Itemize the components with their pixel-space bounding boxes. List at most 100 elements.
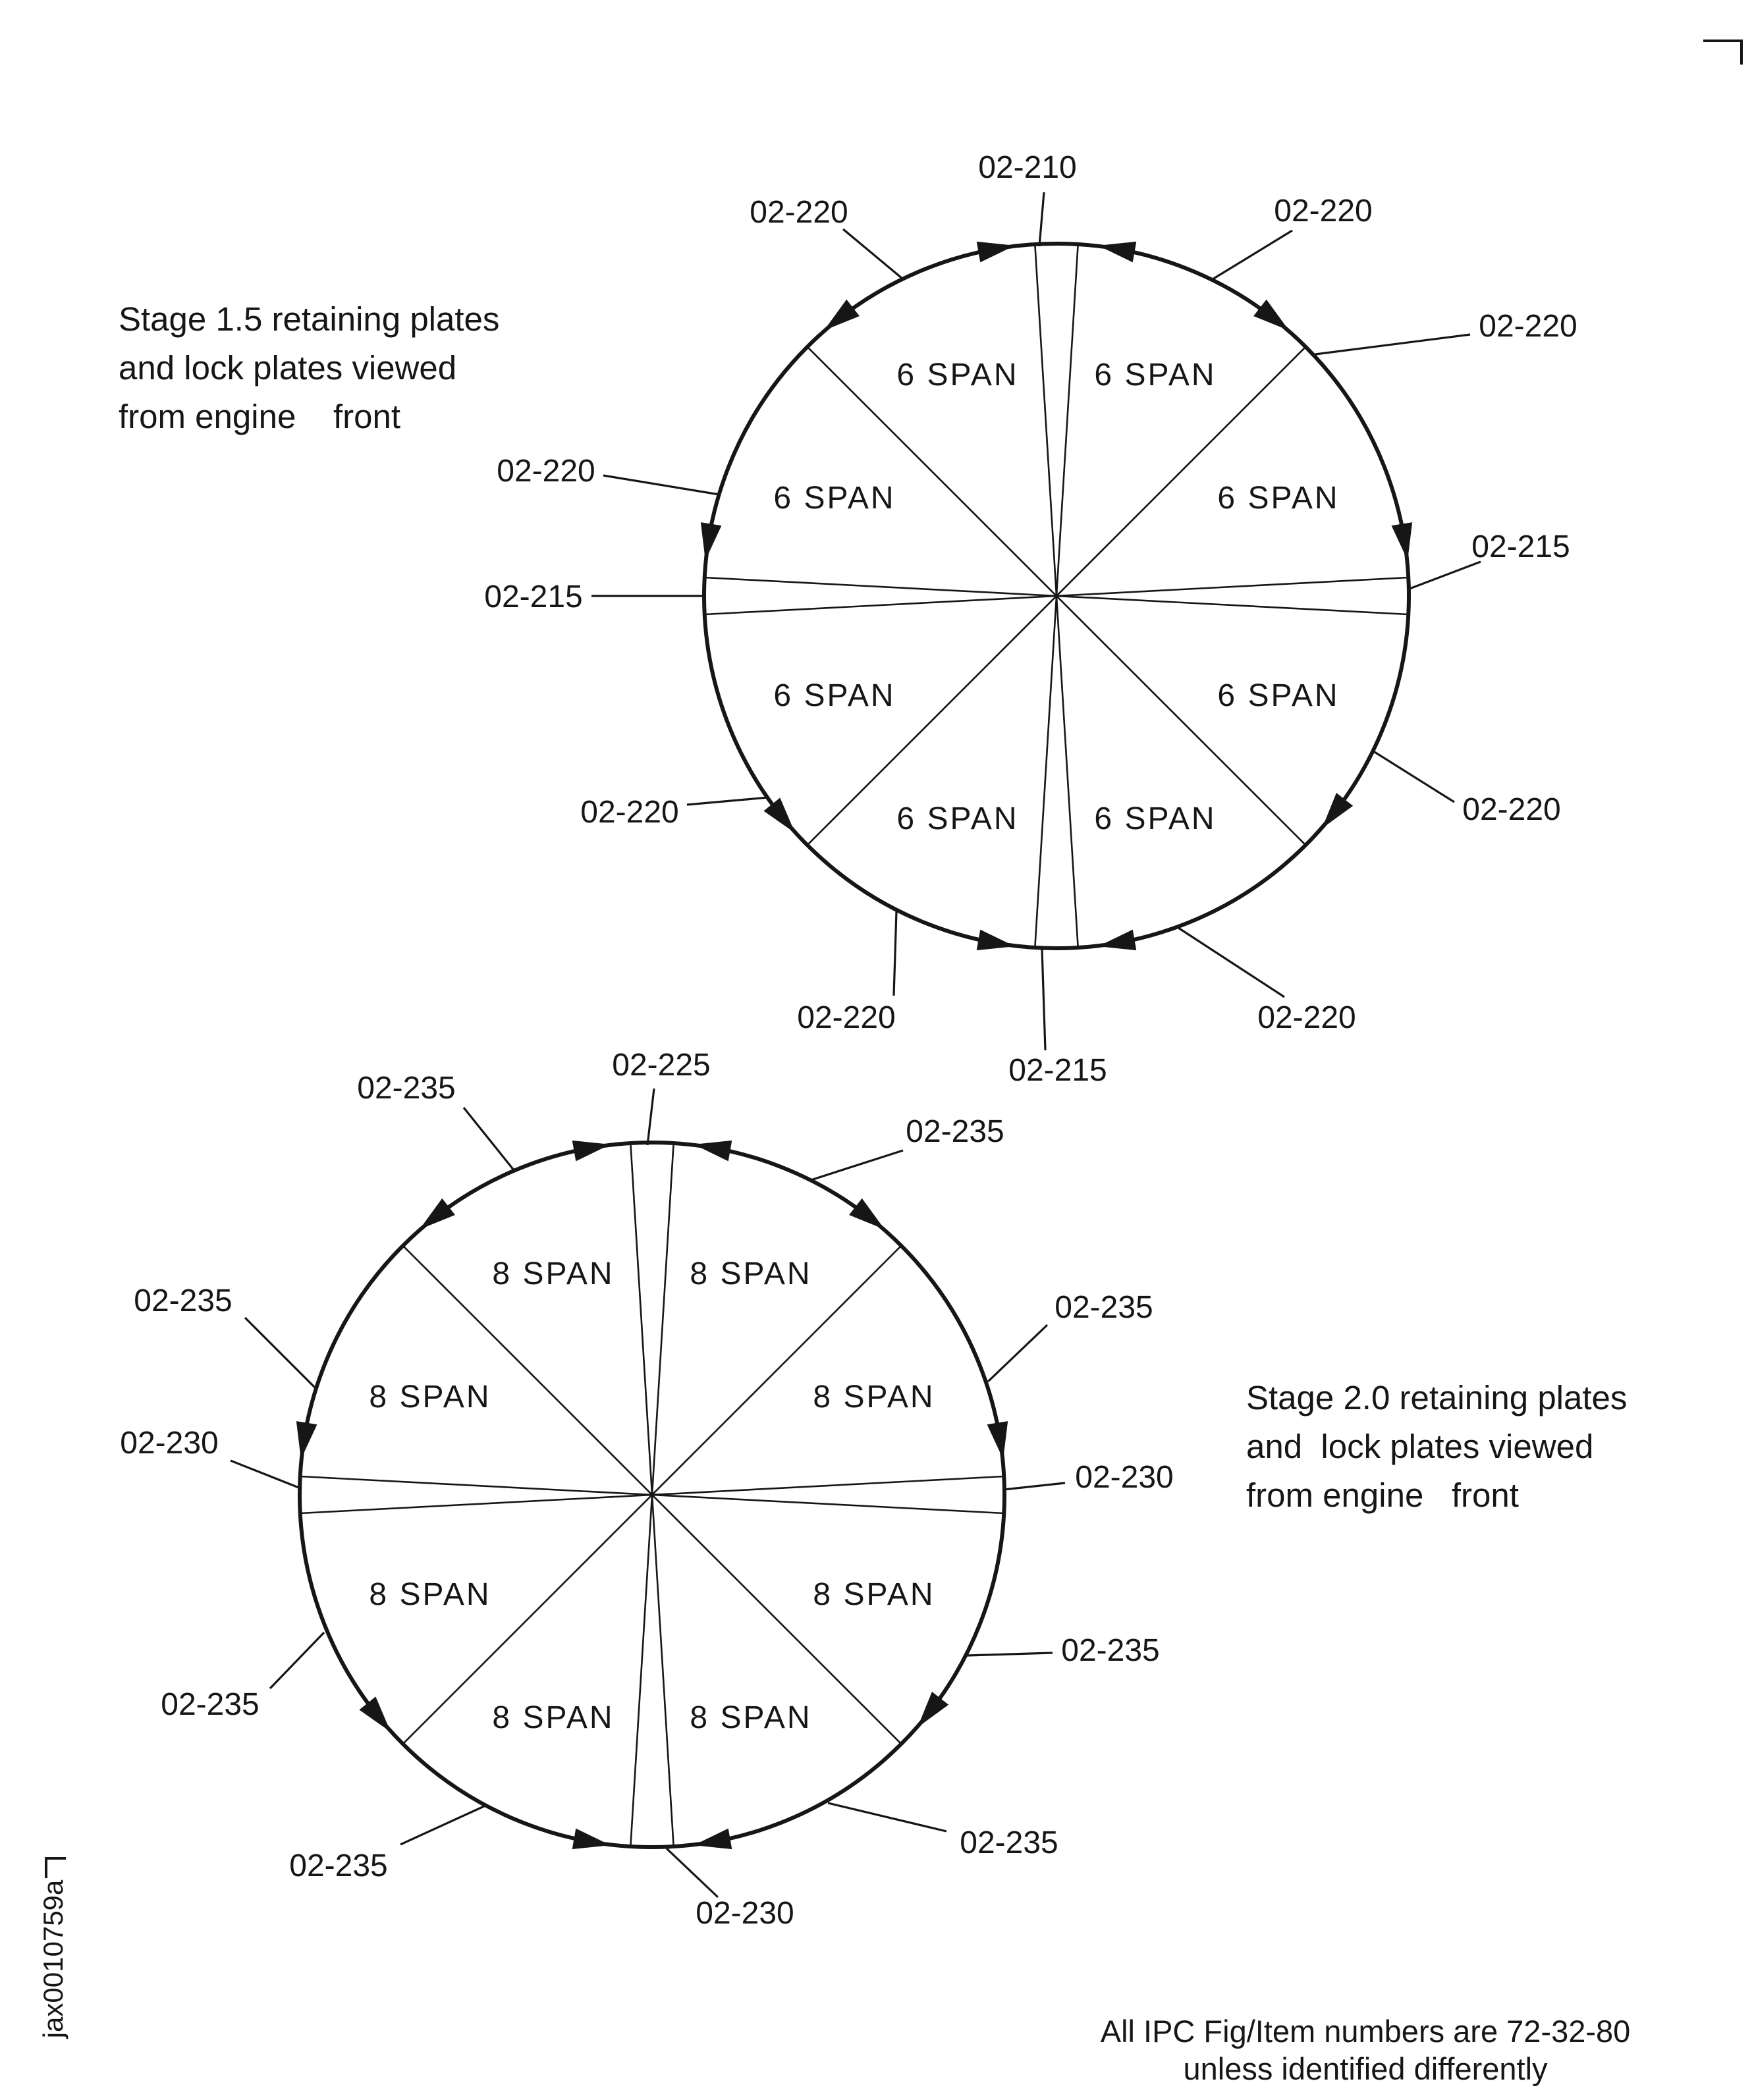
lock-plate-arrow (976, 929, 1015, 951)
leader-line (1374, 751, 1455, 803)
stage15-caption-line3: from engine front (119, 398, 400, 435)
stage15-callout-bottom: 02-215 (1008, 1053, 1107, 1088)
lock-plate-arrow (987, 1421, 1008, 1459)
lock-plate-arrow (1098, 241, 1137, 263)
stage20-callout-top-left: 02-235 (357, 1071, 455, 1106)
stage15-sector-geometry (700, 241, 1413, 951)
stage20-caption-line1: Stage 2.0 retaining plates (1246, 1379, 1627, 1416)
leader-line (892, 911, 898, 996)
leader-line (1178, 927, 1285, 998)
footnote-line2: unless identified differently (1183, 2051, 1548, 2086)
stage15-span-label: 6 SPAN (773, 678, 895, 713)
leader-line (1315, 333, 1471, 356)
leader-line (1409, 560, 1481, 590)
leader-line (665, 1847, 719, 1898)
stage15-span-label: 6 SPAN (896, 801, 1018, 836)
stage20-callout-bottom: 02-230 (696, 1896, 794, 1931)
leader-line (966, 1652, 1053, 1657)
lock-plate-arrow (296, 1421, 317, 1459)
stage20-rotor-circle (298, 1141, 1006, 1849)
lock-plate-arrow (918, 1692, 949, 1728)
sector-divider-line (806, 346, 1307, 846)
stage15-callout-lower-left: 02-220 (580, 795, 678, 830)
leader-line (1003, 1482, 1066, 1491)
lock-plate-arrow (763, 797, 796, 834)
stage15-caption-line2: and lock plates viewed (119, 349, 456, 387)
lock-plate-arrow (572, 1828, 611, 1850)
stage15-span-label: 6 SPAN (1094, 801, 1216, 836)
leader-line (1038, 192, 1045, 247)
lock-plate-arrow (572, 1140, 611, 1162)
lock-plate-arrow (700, 522, 722, 560)
stage15-callout-bottom-left: 02-220 (797, 1000, 895, 1035)
stage20-span-label: 8 SPAN (369, 1380, 491, 1414)
lock-plate-arrow (419, 1198, 455, 1229)
stage20-span-label: 8 SPAN (492, 1700, 614, 1735)
stage20-span-label: 8 SPAN (813, 1380, 935, 1414)
stage20-span-label: 8 SPAN (369, 1577, 491, 1612)
lock-plate-arrow (849, 1198, 885, 1229)
stage15-callout-mid-right: 02-215 (1471, 529, 1570, 564)
stage20-callout-bottom-right: 02-235 (960, 1825, 1058, 1860)
leader-line (462, 1106, 516, 1172)
stage15-span-label: 6 SPAN (773, 481, 895, 516)
stage20-callout-lower-left: 02-235 (161, 1687, 259, 1722)
stage20-span-label: 8 SPAN (813, 1577, 935, 1612)
stage15-callout-bottom-right: 02-220 (1257, 1000, 1356, 1035)
stage20-callout-top-right: 02-235 (906, 1114, 1004, 1149)
lock-plate-arrow (1098, 929, 1137, 951)
stage20-caption-line2: and lock plates viewed (1246, 1428, 1593, 1465)
lock-plate-arrow (1253, 299, 1290, 331)
registration-mark-top-right (1703, 40, 1743, 65)
stage20-callout-upper-left: 02-235 (134, 1283, 232, 1318)
registration-mark-bottom-left (45, 1857, 66, 1878)
stage20-callout-mid-right: 02-230 (1075, 1460, 1173, 1495)
stage20-callout-mid-left: 02-230 (120, 1426, 218, 1461)
sector-divider-line (402, 1245, 902, 1745)
leader-line (269, 1631, 325, 1690)
leader-line (400, 1804, 486, 1846)
stage15-span-label: 6 SPAN (1094, 358, 1216, 392)
leader-line (230, 1459, 301, 1490)
stage15-callout-lower-right: 02-220 (1462, 792, 1560, 827)
stage15-callout-top: 02-210 (978, 150, 1076, 185)
footnote-line1: All IPC Fig/Item numbers are 72-32-80 (1101, 2014, 1631, 2049)
leader-line (808, 1149, 904, 1182)
stage15-caption-line1: Stage 1.5 retaining plates (119, 300, 499, 338)
leader-line (1212, 229, 1293, 281)
leader-line (842, 228, 904, 280)
stage15-callout-mid-left: 02-215 (484, 579, 582, 614)
lock-plate-arrow (694, 1140, 732, 1162)
stage20-span-label: 8 SPAN (492, 1256, 614, 1291)
stage15-callout-top-right: 02-220 (1274, 194, 1372, 229)
stage15-rotor-circle (702, 242, 1411, 950)
leader-line (244, 1316, 316, 1389)
stage15-span-label: 6 SPAN (1217, 678, 1339, 713)
stage20-callout-lower-right: 02-235 (1061, 1633, 1159, 1668)
lock-plate-arrow (359, 1696, 391, 1733)
stage20-callout-bottom-left: 02-235 (289, 1848, 387, 1883)
stage15-callout-upper-right: 02-220 (1479, 309, 1577, 344)
lock-plate-arrow (823, 299, 860, 331)
stage20-span-label: 8 SPAN (690, 1256, 811, 1291)
stage20-callout-top: 02-225 (612, 1048, 710, 1083)
stage20-sector-geometry (296, 1140, 1008, 1850)
stage15-span-label: 6 SPAN (1217, 481, 1339, 516)
stage15-callout-upper-left: 02-220 (497, 454, 595, 489)
lock-plate-arrow (694, 1828, 732, 1850)
figure-code: jax0010759a (38, 1879, 69, 2039)
stage20-callout-upper-right: 02-235 (1055, 1290, 1153, 1325)
leader-line (603, 474, 720, 496)
leader-line (646, 1088, 655, 1146)
lock-plate-arrow (1391, 522, 1413, 560)
stage15-span-label: 6 SPAN (896, 358, 1018, 392)
stage20-span-label: 8 SPAN (690, 1700, 811, 1735)
lock-plate-arrow (976, 241, 1015, 263)
leader-line (1041, 948, 1047, 1051)
lock-plate-arrow (1322, 793, 1354, 829)
stage20-caption-line3: from engine front (1246, 1476, 1519, 1514)
leader-line (827, 1802, 947, 1833)
leader-line (686, 796, 769, 806)
leader-line (987, 1324, 1049, 1383)
